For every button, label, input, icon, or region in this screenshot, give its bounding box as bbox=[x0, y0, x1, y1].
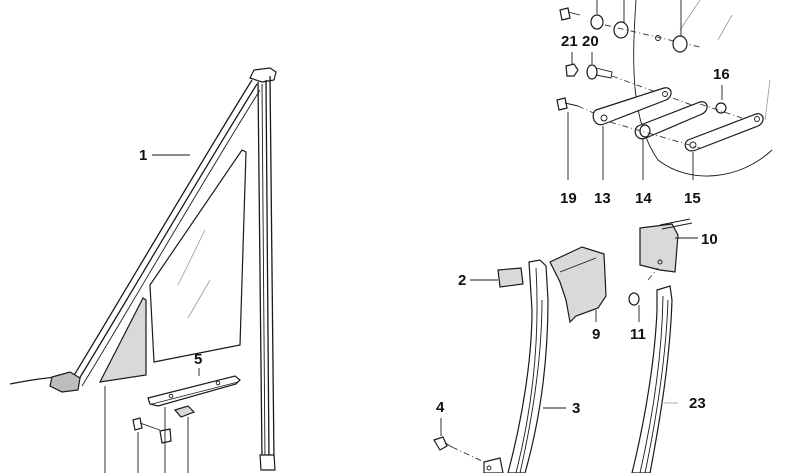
callout-10: 10 bbox=[701, 231, 718, 248]
callout-20: 20 bbox=[582, 33, 599, 50]
callout-4: 4 bbox=[436, 399, 445, 416]
callout-16: 16 bbox=[713, 66, 730, 83]
callout-5: 5 bbox=[194, 351, 203, 368]
callout-15: 15 bbox=[684, 190, 701, 207]
hinge-assembly bbox=[556, 0, 773, 180]
callout-19: 19 bbox=[560, 190, 577, 207]
window-frame-part-1 bbox=[9, 67, 277, 471]
callout-2: 2 bbox=[458, 272, 467, 289]
callout-14: 14 bbox=[635, 190, 652, 207]
callout-1: 1 bbox=[139, 147, 148, 164]
callout-21: 21 bbox=[561, 33, 578, 50]
callout-23: 23 bbox=[689, 395, 706, 412]
callout-9: 9 bbox=[592, 326, 601, 343]
callout-11: 11 bbox=[630, 326, 646, 343]
bracket-part-5 bbox=[104, 368, 241, 473]
callout-3: 3 bbox=[572, 400, 581, 417]
callout-13: 13 bbox=[594, 190, 611, 207]
window-channel-assembly bbox=[433, 218, 698, 473]
